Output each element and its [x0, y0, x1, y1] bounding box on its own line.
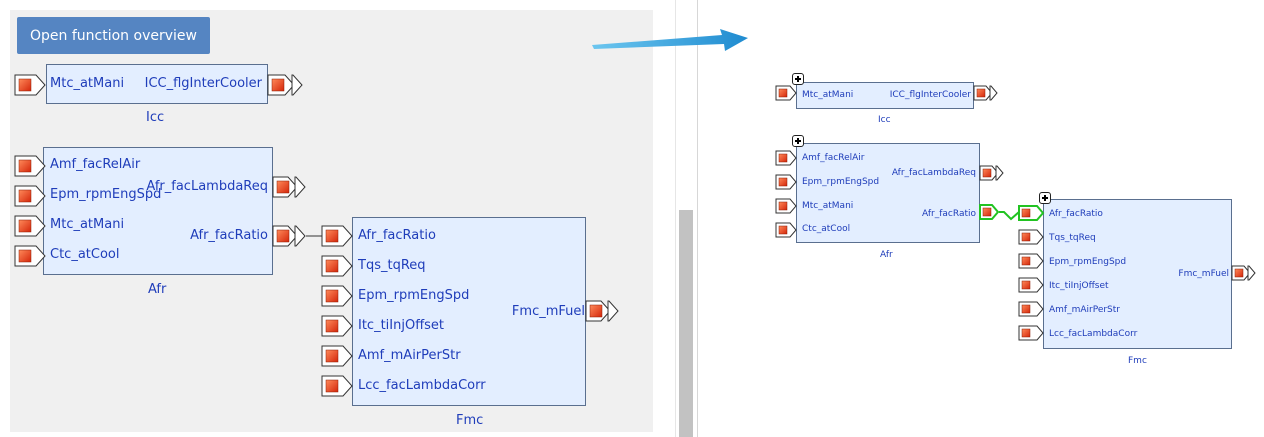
fmc-input-port-1[interactable]: [321, 225, 353, 247]
icc-output-label-1: ICC_flgInterCooler: [144, 76, 262, 91]
afr-block-name-detail: Afr: [880, 250, 893, 260]
afr-output-label-detail-2: Afr_facRatio: [922, 209, 976, 219]
fmc-input-label-detail-3: Epm_rpmEngSpd: [1049, 257, 1127, 267]
fmc-input-port-3[interactable]: [321, 285, 353, 307]
fmc-block-name: Fmc: [456, 413, 484, 428]
fmc-input-port-detail-2[interactable]: [1018, 229, 1044, 245]
afr-input-port-detail-1[interactable]: [775, 150, 797, 166]
afr-input-port-detail-2[interactable]: [775, 174, 797, 190]
afr-output-port-detail-2[interactable]: [979, 204, 1000, 220]
fmc-input-label-detail-2: Tqs_tqReq: [1049, 233, 1096, 243]
fmc-input-label-3: Epm_rpmEngSpd: [358, 288, 470, 303]
afr-input-label-detail-1: Amf_facRelAir: [802, 153, 865, 163]
afr-input-label-1: Amf_facRelAir: [50, 157, 141, 172]
afr-output-terminal-detail-1[interactable]: [995, 165, 1004, 181]
fmc-input-label-5: Amf_mAirPerStr: [358, 348, 461, 363]
fmc-input-port-4[interactable]: [321, 315, 353, 337]
afr-output-port-detail-1[interactable]: [979, 165, 999, 181]
afr-block-detail[interactable]: [796, 143, 980, 243]
expand-plus-icon[interactable]: [1039, 192, 1051, 204]
afr-output-terminal-1[interactable]: [294, 176, 306, 198]
afr-block-name: Afr: [148, 282, 167, 297]
fmc-input-port-6[interactable]: [321, 375, 353, 397]
fmc-block-name-detail: Fmc: [1128, 356, 1147, 366]
icc-block[interactable]: [46, 64, 268, 104]
afr-input-port-1[interactable]: [14, 155, 46, 177]
icc-input-port-detail-1[interactable]: [775, 85, 797, 101]
fmc-input-label-4: Itc_tiInjOffset: [358, 318, 445, 333]
icc-output-label-detail-1: ICC_flgInterCooler: [889, 90, 971, 100]
afr-input-port-2[interactable]: [14, 185, 46, 207]
icc-input-port-1[interactable]: [14, 74, 46, 96]
fmc-block-detail[interactable]: [1043, 199, 1232, 349]
afr-input-label-4: Ctc_atCool: [50, 247, 120, 262]
afr-input-label-detail-3: Mtc_atMani: [802, 201, 854, 211]
fmc-block[interactable]: [352, 217, 586, 406]
afr-input-port-3[interactable]: [14, 215, 46, 237]
afr-output-label-2: Afr_facRatio: [190, 228, 268, 243]
afr-output-label-1: Afr_facLambdaReq: [146, 179, 268, 194]
afr-output-label-detail-1: Afr_facLambdaReq: [891, 168, 976, 178]
icc-block-name: Icc: [146, 110, 165, 125]
afr-input-label-2: Epm_rpmEngSpd: [50, 187, 162, 202]
expand-plus-icon[interactable]: [792, 73, 804, 85]
afr-input-port-detail-3[interactable]: [775, 198, 797, 214]
fmc-output-label-1: Fmc_mFuel: [511, 304, 585, 319]
fmc-input-port-detail-5[interactable]: [1018, 301, 1044, 317]
expand-plus-icon[interactable]: [792, 135, 804, 147]
scrollbar-thumb[interactable]: [679, 210, 693, 437]
fmc-input-port-detail-1[interactable]: [1018, 205, 1045, 221]
icc-output-terminal[interactable]: [291, 74, 303, 96]
transition-arrow-icon: [592, 29, 748, 51]
fmc-input-label-1: Afr_facRatio: [358, 228, 436, 243]
fmc-input-port-5[interactable]: [321, 345, 353, 367]
fmc-input-label-6: Lcc_facLambdaCorr: [358, 378, 486, 393]
connection-afr-to-fmc-highlighted[interactable]: [999, 211, 1020, 221]
afr-output-port-2[interactable]: [272, 225, 298, 247]
fmc-output-port-1[interactable]: [585, 300, 611, 322]
afr-output-terminal-2[interactable]: [294, 225, 306, 247]
icc-block-detail[interactable]: [796, 82, 974, 109]
fmc-input-label-detail-4: Itc_tiInjOffset: [1049, 281, 1109, 291]
icc-output-terminal-detail[interactable]: [989, 85, 998, 101]
fmc-input-label-2: Tqs_tqReq: [358, 258, 426, 273]
icc-input-label-detail-1: Mtc_atMani: [802, 90, 854, 100]
fmc-input-port-detail-3[interactable]: [1018, 253, 1044, 269]
fmc-output-port-detail-1[interactable]: [1231, 265, 1251, 281]
open-function-overview-button[interactable]: Open function overview: [17, 17, 210, 54]
afr-output-port-1[interactable]: [272, 176, 298, 198]
fmc-input-port-2[interactable]: [321, 255, 353, 277]
panel-divider: [697, 0, 698, 437]
fmc-output-label-detail-1: Fmc_mFuel: [1178, 269, 1229, 279]
fmc-output-terminal[interactable]: [607, 300, 619, 322]
fmc-input-label-detail-1: Afr_facRatio: [1049, 209, 1103, 219]
fmc-input-label-detail-6: Lcc_facLambdaCorr: [1049, 329, 1138, 339]
afr-input-label-3: Mtc_atMani: [50, 217, 125, 232]
fmc-input-port-detail-4[interactable]: [1018, 277, 1044, 293]
fmc-input-label-detail-5: Amf_mAirPerStr: [1049, 305, 1121, 315]
icc-input-label-1: Mtc_atMani: [50, 76, 125, 91]
afr-input-label-detail-2: Epm_rpmEngSpd: [802, 177, 880, 187]
afr-block[interactable]: [43, 147, 273, 275]
fmc-input-port-detail-6[interactable]: [1018, 325, 1044, 341]
fmc-output-terminal-detail[interactable]: [1247, 265, 1256, 281]
afr-input-port-4[interactable]: [14, 245, 46, 267]
afr-input-label-detail-4: Ctc_atCool: [802, 224, 851, 234]
icc-output-port-1[interactable]: [267, 74, 295, 96]
afr-input-port-detail-4[interactable]: [775, 222, 797, 238]
icc-output-port-detail-1[interactable]: [973, 85, 993, 101]
icc-block-name-detail: Icc: [878, 115, 891, 125]
